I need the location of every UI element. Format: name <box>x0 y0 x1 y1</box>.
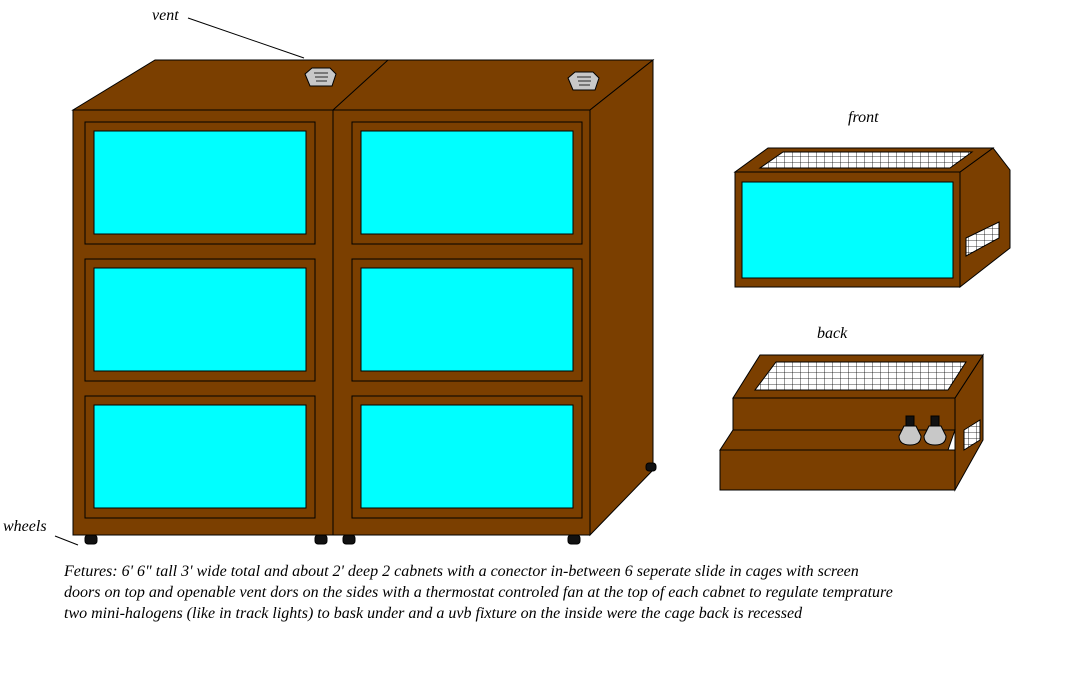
wheel-icon <box>567 534 581 545</box>
main-cabinet <box>71 58 657 545</box>
wheels-label: wheels <box>3 518 47 535</box>
cabinet-top <box>71 59 655 111</box>
wheels-leader-line <box>54 535 79 546</box>
glass-panel <box>360 130 574 235</box>
glass-panel <box>741 181 954 279</box>
back-label: back <box>817 325 848 342</box>
vent-label: vent <box>152 7 179 24</box>
screen-mesh <box>754 361 967 391</box>
back-view-cage <box>719 353 984 492</box>
features-description: Fetures: 6' 6" tall 3' wide total and ab… <box>64 563 893 622</box>
wheel-icon <box>84 534 98 545</box>
front-label: front <box>848 109 879 126</box>
side-vent-icon <box>965 221 1000 257</box>
glass-panel <box>93 130 307 235</box>
glass-panel <box>360 267 574 372</box>
halogen-bulb-icon <box>898 415 922 446</box>
vent-icon <box>567 71 600 91</box>
halogen-bulb-icon <box>923 415 947 446</box>
glass-panel <box>93 404 307 509</box>
cabinet-right-side <box>589 58 654 537</box>
screen-mesh <box>758 151 974 169</box>
wheel-icon <box>645 462 657 472</box>
wheel-icon <box>314 534 328 545</box>
vent-icon <box>304 67 337 87</box>
wheel-icon <box>342 534 356 545</box>
glass-panel <box>360 404 574 509</box>
glass-panel <box>93 267 307 372</box>
side-vent-icon <box>963 419 981 451</box>
front-view-cage <box>733 147 1011 289</box>
vent-leader-line <box>187 17 305 59</box>
